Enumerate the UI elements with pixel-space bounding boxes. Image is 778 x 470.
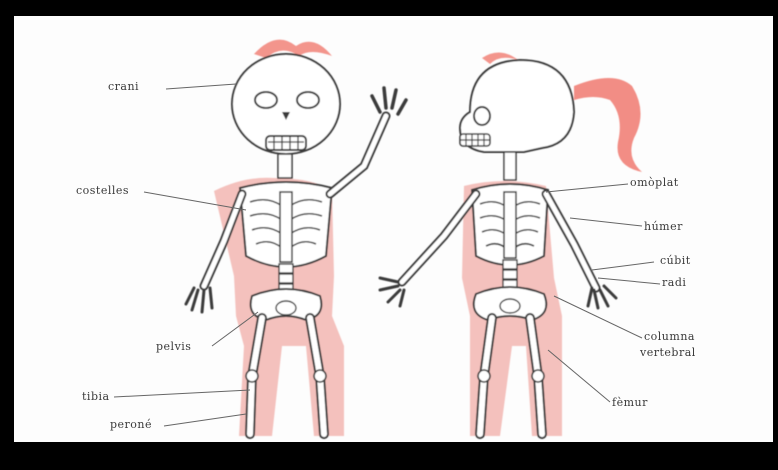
label-vertebral: vertebral [640,346,696,359]
label-crani: crani [108,80,139,93]
label-femur: fèmur [612,396,648,409]
label-tibia: tibia [82,390,110,403]
front-right-arm [330,116,386,194]
leader-humer [570,218,642,226]
skeleton-side-view [380,52,642,436]
label-perone: peroné [110,418,152,431]
front-left-hand [186,288,212,312]
label-radi: radi [662,276,686,289]
label-columna: columna [644,330,695,343]
leader-crani [166,84,236,89]
label-pelvis: pelvis [156,340,191,353]
front-left-eye-socket [255,92,277,108]
leader-omoplat [546,184,628,192]
leader-perone [164,414,246,426]
side-ponytail [574,78,642,172]
label-omoplat: omòplat [630,176,679,189]
skeleton-diagram: crani costelles pelvis tibia peroné omòp… [14,16,773,442]
label-costelles: costelles [76,184,129,197]
skeleton-front-view [186,40,406,436]
side-right-hand [588,286,616,308]
leader-radi [598,278,660,284]
label-cubit: cúbit [660,254,691,267]
front-right-hand [372,88,406,114]
label-humer: húmer [644,220,683,233]
leader-tibia [114,390,250,397]
side-eye-socket [474,107,490,125]
leader-cubit [592,262,654,270]
front-right-eye-socket [297,92,319,108]
